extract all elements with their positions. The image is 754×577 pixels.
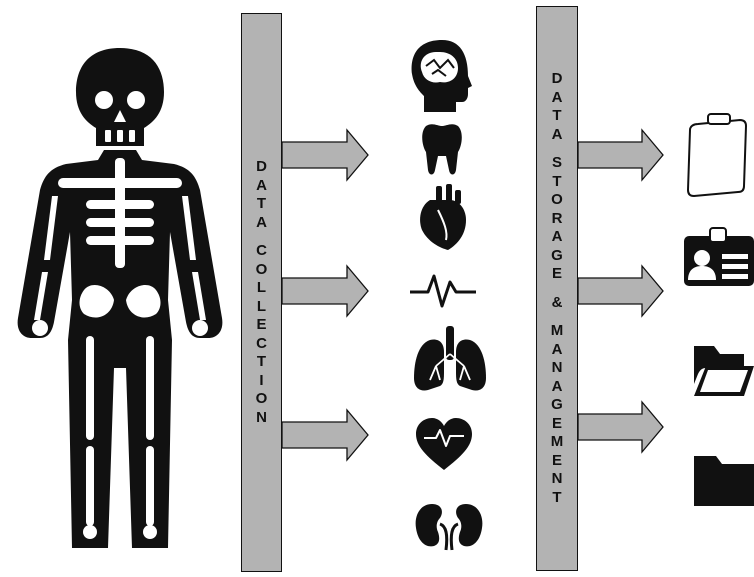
- heart-organ-icon: [420, 184, 466, 250]
- id-card-icon: [684, 228, 754, 286]
- pulse-wave-icon: [410, 276, 476, 306]
- arrow: [282, 410, 368, 460]
- arrow: [282, 266, 368, 316]
- lungs-icon: [414, 326, 486, 391]
- arrow: [578, 266, 663, 316]
- skeleton-icon: [18, 48, 223, 548]
- collection-arrows: [282, 130, 368, 460]
- arrow: [578, 130, 663, 180]
- arrow: [578, 402, 663, 452]
- storage-arrows: [578, 130, 663, 452]
- brain-head-icon: [412, 40, 472, 112]
- tooth-icon: [422, 124, 462, 174]
- kidneys-icon: [416, 504, 483, 550]
- folder-icon: [694, 456, 754, 506]
- clipboard-icon: [688, 114, 746, 196]
- arrow: [282, 130, 368, 180]
- open-folder-icon: [694, 346, 754, 396]
- heart-rate-icon: [416, 418, 472, 470]
